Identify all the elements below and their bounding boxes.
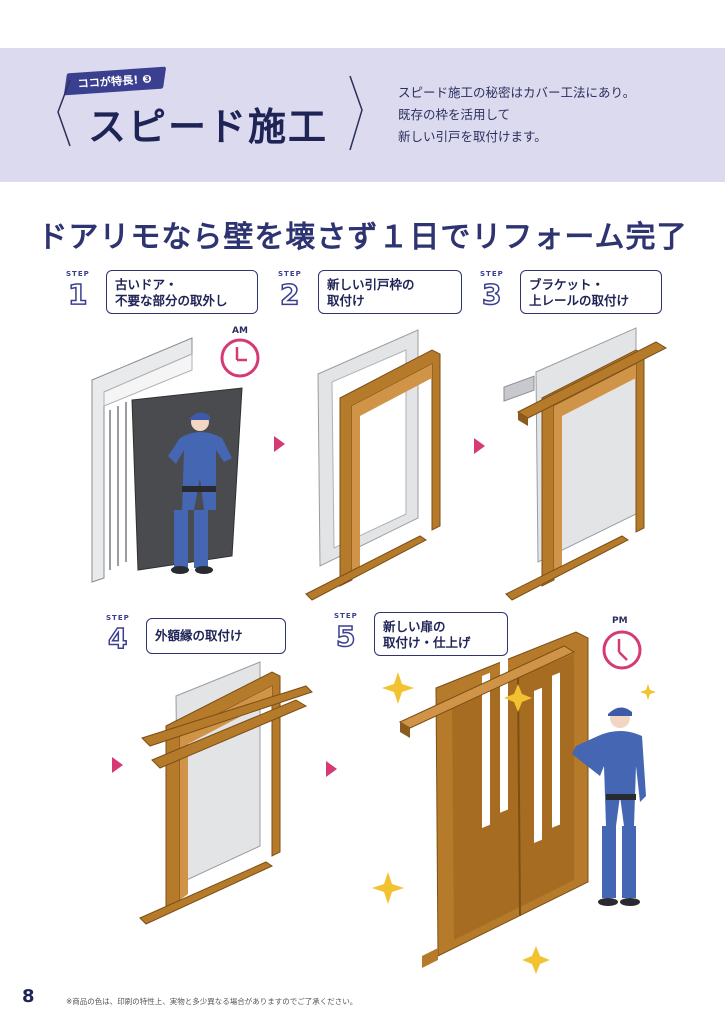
- footnote: ※商品の色は、印刷の特性上、実物と多少異なる場合がありますのでご了承ください。: [66, 997, 358, 1006]
- step-caption-line: 上レールの取付け: [529, 293, 630, 308]
- step-caption-line: 新しい扉の: [383, 619, 446, 634]
- step-caption-line: 外額縁の取付け: [155, 628, 243, 643]
- step-5: STEP 5 新しい扉の 取付け・仕上げ: [334, 612, 524, 660]
- step-5-illustration: [372, 631, 656, 974]
- clock-am-label: AM: [232, 326, 248, 336]
- step-caption-line: 不要な部分の取外し: [115, 293, 228, 308]
- arrow-icon: [326, 761, 337, 777]
- header-description: スピード施工の秘密はカバー工法にあり。 既存の枠を活用して 新しい引戸を取付けま…: [398, 82, 698, 148]
- step-label: STEP: [106, 614, 130, 622]
- step-1: STEP 1 古いドア・ 不要な部分の取外し: [66, 270, 266, 318]
- description-line: スピード施工の秘密はカバー工法にあり。: [398, 85, 636, 100]
- step-caption: ブラケット・ 上レールの取付け: [520, 270, 662, 314]
- step-caption: 外額縁の取付け: [146, 618, 286, 654]
- step-caption-line: 取付け: [327, 293, 365, 308]
- step-number: 1: [67, 277, 88, 312]
- step-2: STEP 2 新しい引戸枠の 取付け: [278, 270, 468, 318]
- description-line: 新しい引戸を取付けます。: [398, 129, 547, 144]
- headline: ドアリモなら壁を壊さず１日でリフォーム完了: [37, 220, 688, 255]
- step-number: 2: [279, 277, 300, 312]
- step-3-illustration: [503, 327, 668, 601]
- step-caption: 古いドア・ 不要な部分の取外し: [106, 270, 258, 314]
- step-number: 4: [107, 621, 128, 656]
- arrow-icon: [474, 438, 485, 454]
- step-caption-line: 古いドア・: [115, 277, 178, 292]
- step-number: 3: [481, 277, 502, 312]
- step-label: STEP: [66, 270, 90, 278]
- step-caption-line: ブラケット・: [529, 277, 605, 292]
- step-4: STEP 4 外額縁の取付け: [106, 614, 296, 662]
- step-caption: 新しい引戸枠の 取付け: [318, 270, 462, 314]
- clock-am-icon: [220, 338, 260, 378]
- step-4-illustration: [139, 661, 313, 925]
- clock-pm-icon: [602, 630, 642, 670]
- step-number: 5: [335, 619, 356, 654]
- step-2-illustration: [305, 329, 441, 601]
- clock-pm-label: PM: [612, 616, 628, 626]
- step-caption: 新しい扉の 取付け・仕上げ: [374, 612, 508, 656]
- step-1-illustration: [91, 337, 243, 583]
- step-caption-line: 取付け・仕上げ: [383, 635, 471, 650]
- title-brackets: [57, 75, 363, 151]
- arrow-icon: [112, 757, 123, 773]
- step-label: STEP: [278, 270, 302, 278]
- description-line: 既存の枠を活用して: [398, 107, 511, 122]
- page-number: 8: [22, 986, 35, 1007]
- step-3: STEP 3 ブラケット・ 上レールの取付け: [480, 270, 670, 318]
- step-caption-line: 新しい引戸枠の: [327, 277, 415, 292]
- step-label: STEP: [334, 612, 358, 620]
- step-label: STEP: [480, 270, 504, 278]
- arrow-icon: [274, 436, 285, 452]
- page-title: スピード施工: [88, 104, 329, 149]
